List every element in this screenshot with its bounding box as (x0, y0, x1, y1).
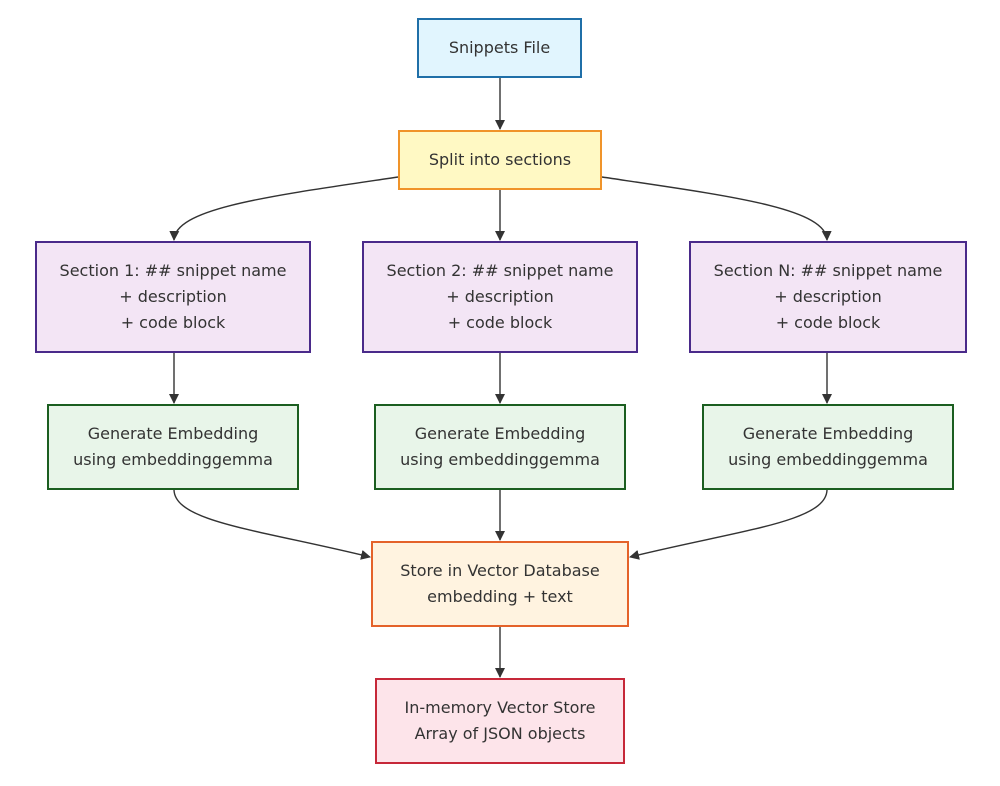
section-n-description: + description (774, 287, 882, 306)
section-2-node: Section 2: ## snippet name + description… (362, 241, 638, 353)
in-memory-store-content: Array of JSON objects (414, 724, 586, 743)
embedding-1-model: using embeddinggemma (73, 450, 273, 469)
section-1-title: Section 1: ## snippet name (59, 261, 287, 280)
section-n-title: Section N: ## snippet name (713, 261, 943, 280)
vector-database-node: Store in Vector Database embedding + tex… (371, 541, 629, 627)
vector-database-content: embedding + text (427, 587, 573, 606)
split-sections-node: Split into sections (398, 130, 602, 190)
section-1-code-block: + code block (120, 313, 226, 332)
split-sections-label: Split into sections (428, 150, 572, 169)
edge-split-to-section-n (601, 176, 832, 241)
section-1-description: + description (119, 287, 227, 306)
embedding-1-title: Generate Embedding (87, 424, 259, 443)
section-n-node: Section N: ## snippet name + description… (689, 241, 967, 353)
embedding-3-model: using embeddinggemma (728, 450, 928, 469)
embedding-3-title: Generate Embedding (742, 424, 914, 443)
embedding-2-title: Generate Embedding (414, 424, 586, 443)
embedding-2-node: Generate Embedding using embeddinggemma (374, 404, 626, 490)
edge-embedding-1-to-store (173, 489, 371, 560)
section-n-code-block: + code block (775, 313, 881, 332)
section-2-title: Section 2: ## snippet name (386, 261, 614, 280)
embedding-1-node: Generate Embedding using embeddinggemma (47, 404, 299, 490)
snippets-file-node: Snippets File (417, 18, 582, 78)
embedding-3-node: Generate Embedding using embeddinggemma (702, 404, 954, 490)
vector-database-title: Store in Vector Database (400, 561, 600, 580)
section-1-node: Section 1: ## snippet name + description… (35, 241, 311, 353)
snippets-file-label: Snippets File (448, 38, 551, 57)
in-memory-store-title: In-memory Vector Store (404, 698, 596, 717)
edge-embedding-3-to-store (629, 489, 828, 560)
in-memory-store-node: In-memory Vector Store Array of JSON obj… (375, 678, 625, 764)
embedding-2-model: using embeddinggemma (400, 450, 600, 469)
section-2-code-block: + code block (447, 313, 553, 332)
section-2-description: + description (446, 287, 554, 306)
edge-split-to-section-1 (169, 176, 399, 241)
